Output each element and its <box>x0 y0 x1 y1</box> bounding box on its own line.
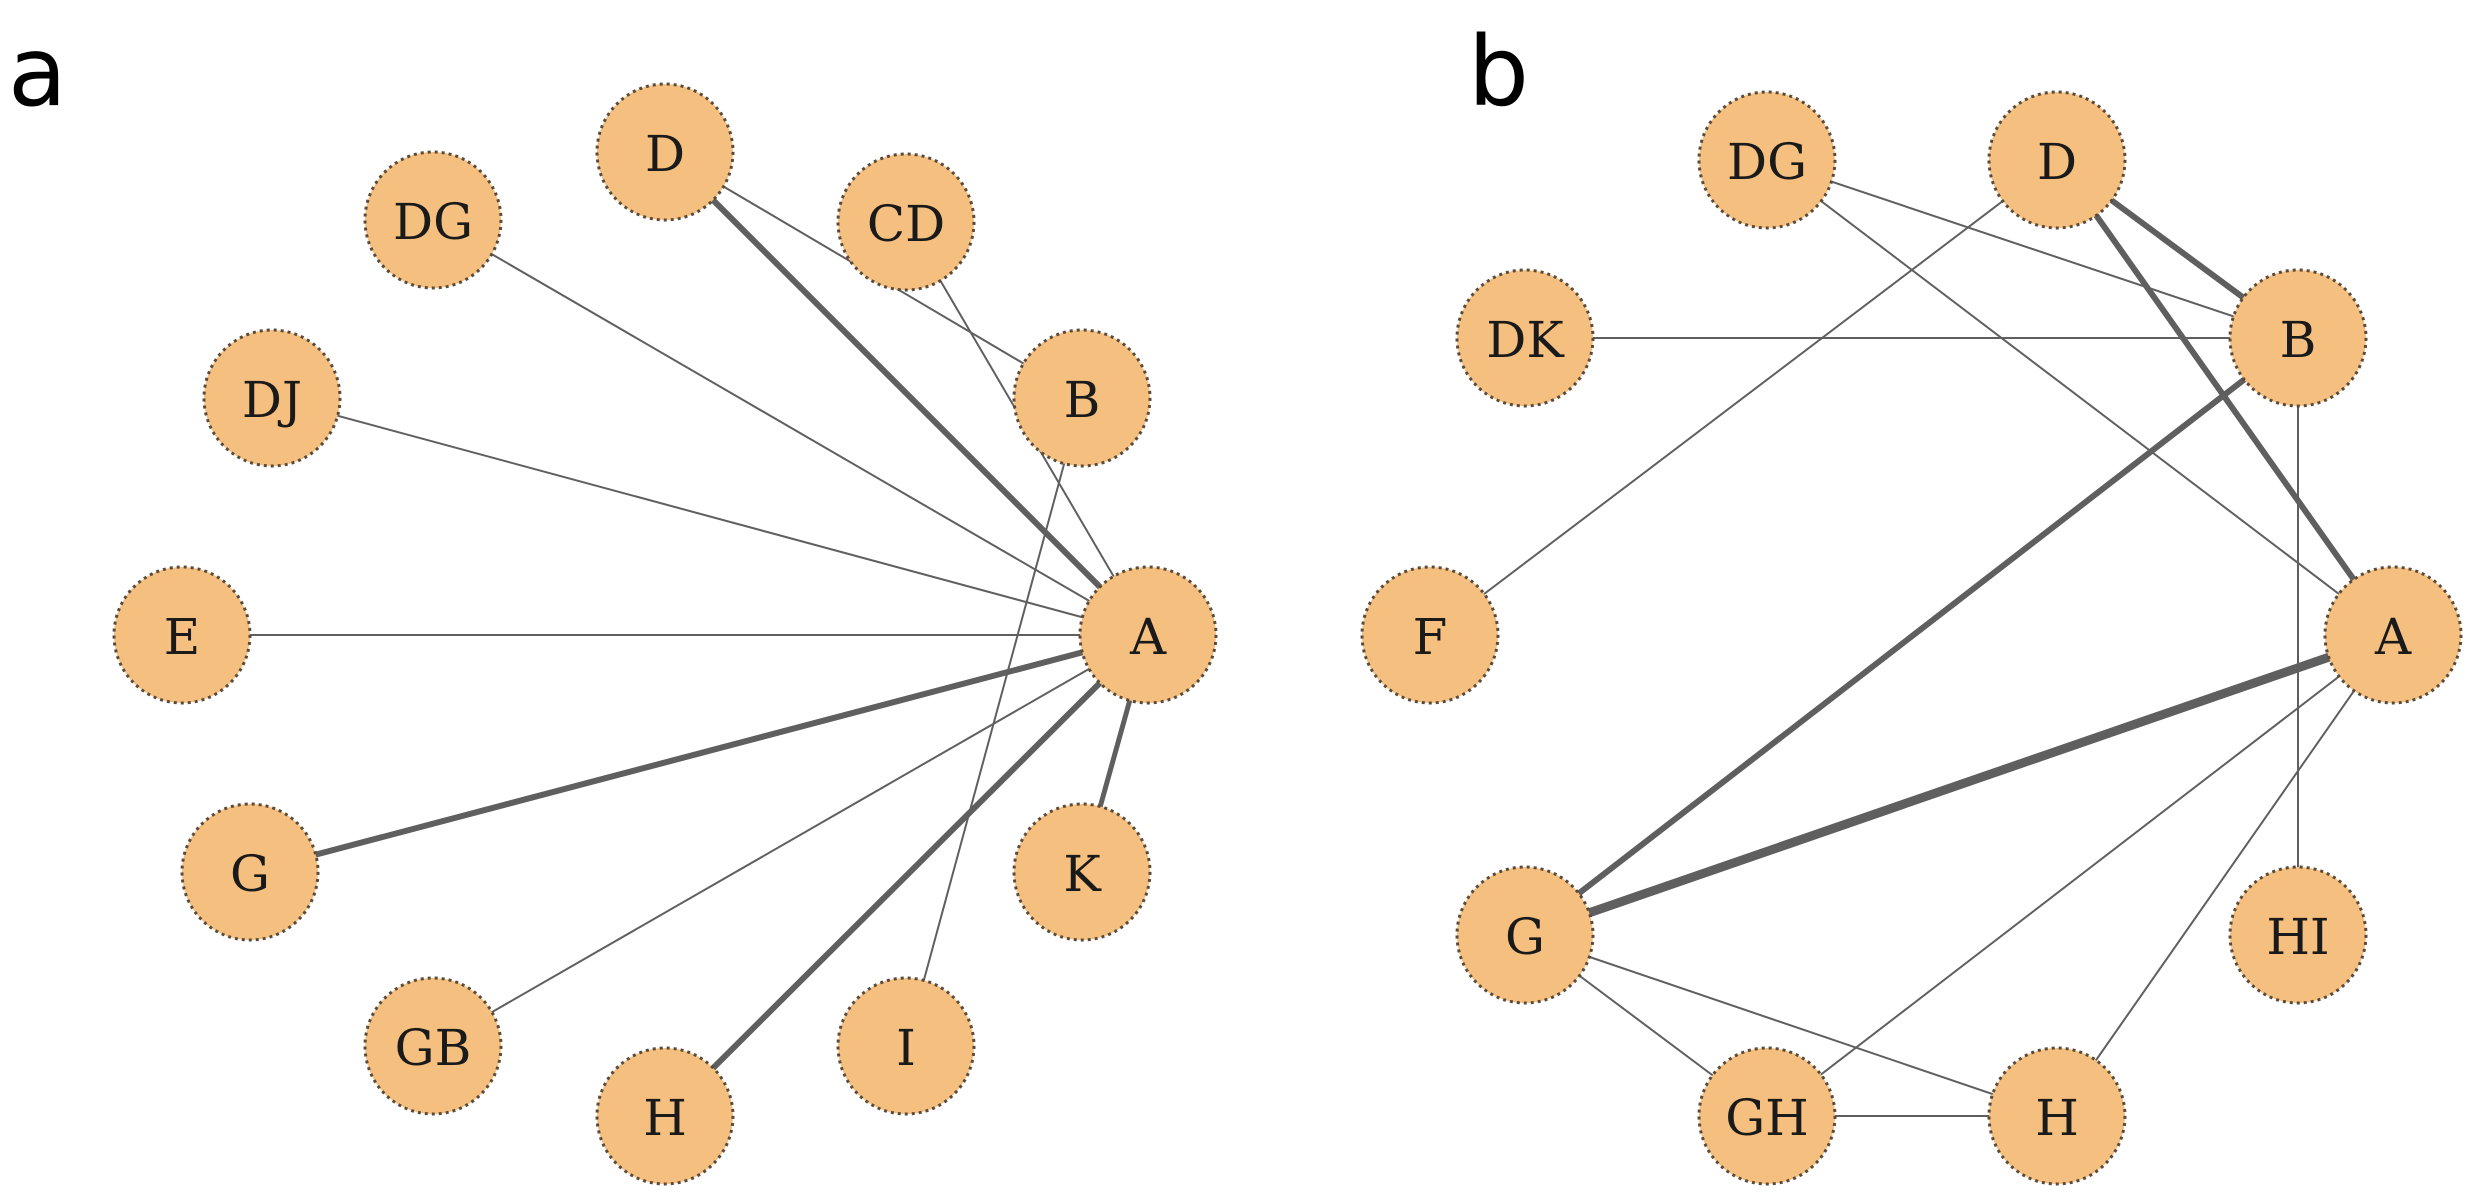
node-circle <box>1987 90 2127 230</box>
edge-a-dg-a <box>432 219 1149 636</box>
node-label: GB <box>395 1019 472 1077</box>
node-circle <box>1360 565 1500 705</box>
node-circle <box>2228 865 2368 1005</box>
node-circle <box>836 152 976 292</box>
node-circle <box>1455 268 1595 408</box>
panel-a-letter: a <box>8 16 67 128</box>
node-circle <box>836 976 976 1116</box>
node-a-i: I <box>836 976 976 1116</box>
panel-a-nodes: D CD DG B DJ E A G K GB I H <box>112 82 1218 1186</box>
node-label: F <box>1413 608 1448 666</box>
node-circle <box>1078 565 1218 705</box>
edge-b-dg-a <box>1766 159 2394 636</box>
node-label: I <box>896 1019 916 1077</box>
node-b-g: G <box>1455 865 1595 1005</box>
node-circle <box>202 328 342 468</box>
node-label: H <box>2035 1089 2079 1147</box>
edge-b-g-h <box>1524 934 2058 1117</box>
node-circle <box>112 565 252 705</box>
node-label: CD <box>867 195 945 253</box>
edge-a-gb-a <box>432 634 1149 1047</box>
edge-b-a-g <box>1520 630 2398 940</box>
node-circle <box>2323 565 2463 705</box>
node-circle <box>2228 268 2368 408</box>
node-label: DG <box>393 193 473 251</box>
edge-b-dg-b <box>1766 159 2299 339</box>
node-b-dg: DG <box>1697 90 1837 230</box>
node-label: H <box>643 1089 687 1147</box>
node-label: B <box>2280 311 2317 369</box>
panel-b-edges <box>1429 157 2398 1117</box>
node-label: E <box>164 608 201 666</box>
node-b-h: H <box>1987 1046 2127 1186</box>
node-b-d: D <box>1987 90 2127 230</box>
node-label: DK <box>1486 311 1565 369</box>
edge-a-g-a <box>247 632 1151 875</box>
edge-b-d-f <box>1429 159 2058 636</box>
edge-a-dj-a <box>271 397 1149 636</box>
edge-a-i-b <box>905 397 1083 1047</box>
node-circle <box>363 976 503 1116</box>
node-b-hi: HI <box>2228 865 2368 1005</box>
node-a-dg: DG <box>363 150 503 290</box>
node-b-dk: DK <box>1455 268 1595 408</box>
edge-a-d-a <box>662 149 1151 638</box>
node-label: DJ <box>242 371 302 429</box>
node-circle <box>1012 802 1152 942</box>
panel-a-edges <box>181 149 1151 1119</box>
node-a-e: E <box>112 565 252 705</box>
node-a-dj: DJ <box>202 328 342 468</box>
node-b-b: B <box>2228 268 2368 408</box>
edge-a-h-a <box>662 632 1151 1119</box>
node-label: K <box>1063 845 1102 903</box>
node-label: D <box>2037 133 2077 191</box>
node-circle <box>1697 90 1837 230</box>
panel-a: a D CD DG B DJ E A G K GB I H <box>8 16 1218 1186</box>
node-label: HI <box>2266 908 2329 966</box>
node-a-gb: GB <box>363 976 503 1116</box>
node-a-b: B <box>1012 328 1152 468</box>
node-b-a: A <box>2323 565 2463 705</box>
panel-b-nodes: DG D DK B F A G HI GH H <box>1360 90 2463 1186</box>
node-circle <box>595 1046 735 1186</box>
node-label: D <box>645 125 685 183</box>
node-label: A <box>1129 608 1167 666</box>
node-circle <box>1012 328 1152 468</box>
node-label: G <box>230 845 270 903</box>
node-label: B <box>1064 371 1101 429</box>
node-circle <box>1697 1046 1837 1186</box>
node-a-g: G <box>180 802 320 942</box>
edge-b-a-gh <box>1766 634 2394 1117</box>
node-label: GH <box>1725 1089 1809 1147</box>
node-a-a: A <box>1078 565 1218 705</box>
node-circle <box>595 82 735 222</box>
node-circle <box>1987 1046 2127 1186</box>
node-a-k: K <box>1012 802 1152 942</box>
node-circle <box>180 802 320 942</box>
node-label: G <box>1505 908 1545 966</box>
node-b-gh: GH <box>1697 1046 1837 1186</box>
edge-b-b-g <box>1522 335 2301 938</box>
panel-b: b DG D DK B F A G HI GH H <box>1360 16 2463 1186</box>
node-a-cd: CD <box>836 152 976 292</box>
node-b-f: F <box>1360 565 1500 705</box>
node-label: DG <box>1727 133 1807 191</box>
node-a-d: D <box>595 82 735 222</box>
node-label: A <box>2374 608 2412 666</box>
node-circle <box>1455 865 1595 1005</box>
edge-b-a-h <box>2056 634 2394 1117</box>
node-circle <box>363 150 503 290</box>
node-a-h: H <box>595 1046 735 1186</box>
panel-b-letter: b <box>1468 16 1529 128</box>
